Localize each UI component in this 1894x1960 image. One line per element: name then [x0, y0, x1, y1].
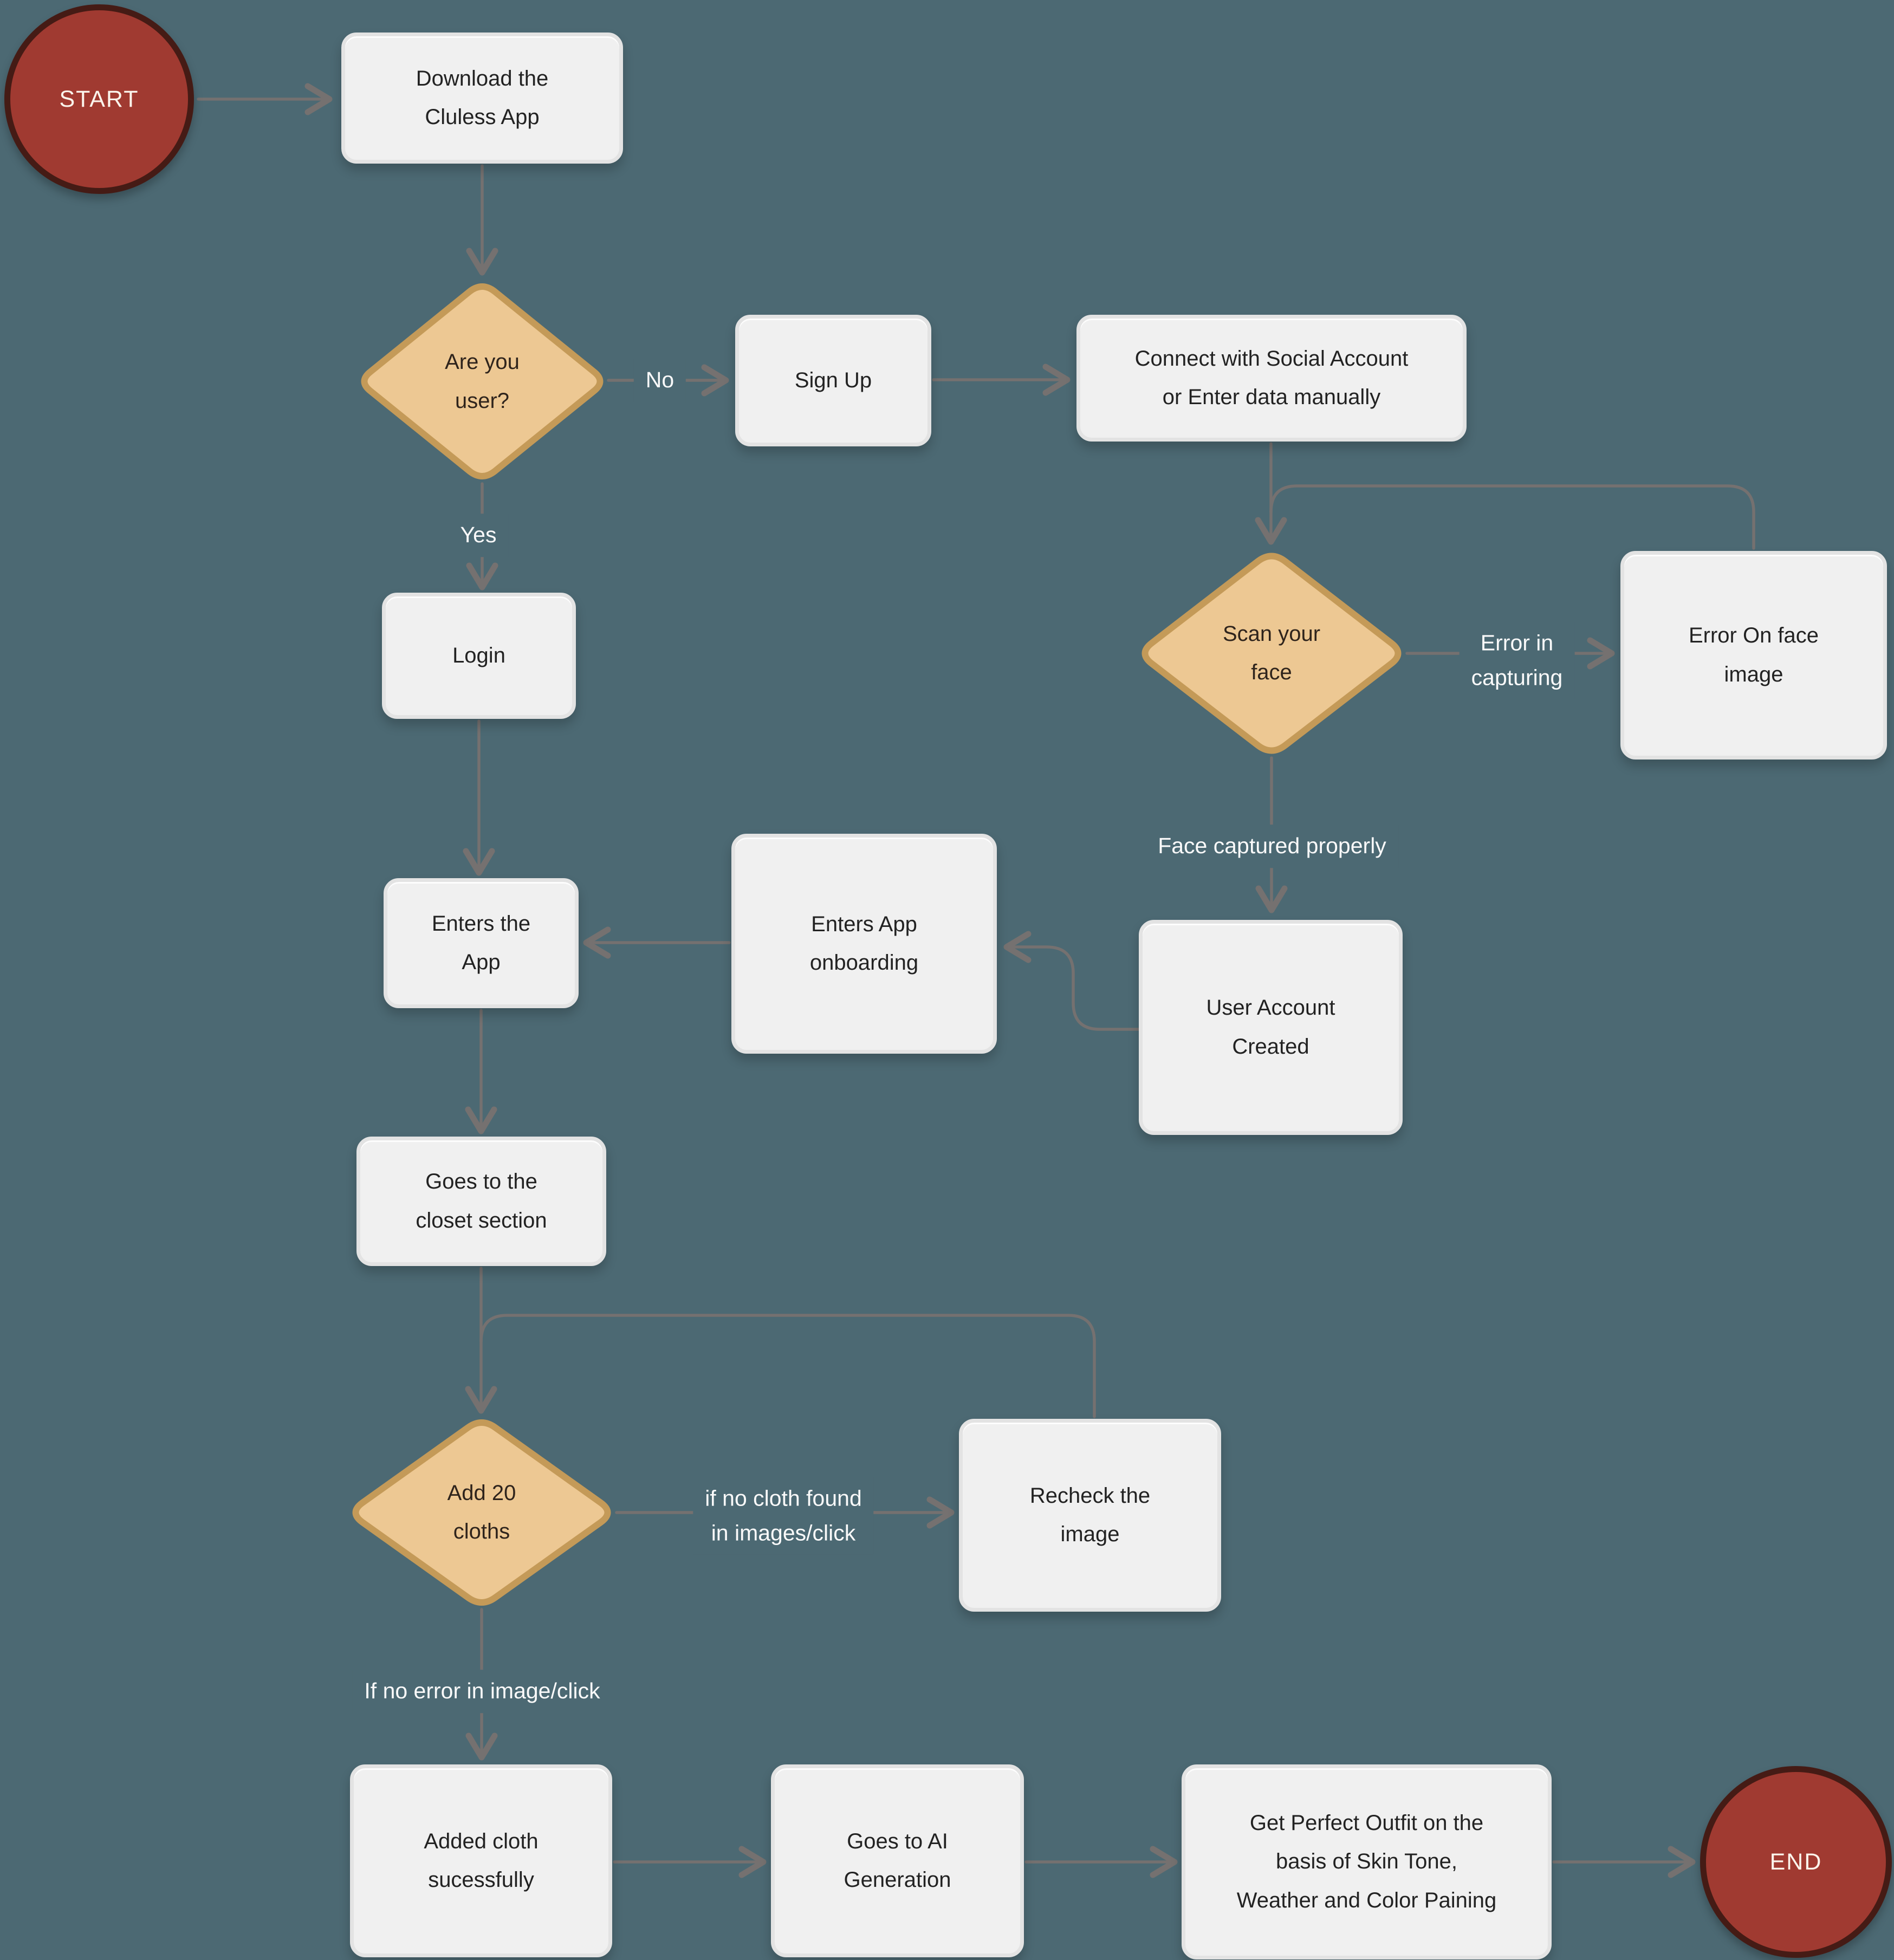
process-enters-onboarding[interactable]: Enters App onboarding [731, 834, 997, 1054]
edge-usercreated-to-onboarding [1003, 931, 1140, 1031]
process-enters-the-app[interactable]: Enters the App [384, 878, 579, 1008]
edge-recheck-loop-to-addcloths [479, 1314, 1096, 1418]
decision-scan-your-face-label: Scan your face [1222, 621, 1321, 684]
process-error-face-image[interactable]: Error On face image [1620, 551, 1887, 760]
process-added-cloth-label: Added cloth sucessfully [424, 1829, 539, 1892]
terminal-end[interactable]: END [1700, 1766, 1892, 1958]
process-error-face-image-label: Error On face image [1688, 624, 1819, 686]
process-closet-section[interactable]: Goes to the closet section [356, 1137, 606, 1266]
process-sign-up-label: Sign Up [794, 368, 872, 392]
process-connect-social[interactable]: Connect with Social Account or Enter dat… [1076, 315, 1467, 442]
process-download-app-label: Download the Cluless App [416, 66, 549, 129]
process-ai-generation[interactable]: Goes to AI Generation [771, 1764, 1024, 1957]
process-added-cloth[interactable]: Added cloth sucessfully [350, 1764, 612, 1957]
edge-label-error-in-capturing[interactable]: Error in capturing [1459, 621, 1575, 699]
process-user-account-created[interactable]: User Account Created [1139, 920, 1403, 1135]
edge-errorface-loop-to-scanface [1269, 484, 1755, 550]
edge-label-face-captured-properly[interactable]: Face captured properly [1146, 825, 1398, 868]
process-connect-social-label: Connect with Social Account or Enter dat… [1134, 346, 1409, 409]
process-download-app[interactable]: Download the Cluless App [341, 33, 623, 164]
decision-are-you-user-label: Are you user? [445, 350, 520, 413]
process-sign-up[interactable]: Sign Up [735, 315, 931, 446]
decision-scan-your-face[interactable]: Scan your face [1138, 551, 1405, 756]
terminal-end-label: END [1769, 1848, 1822, 1875]
diamond-shape [361, 283, 604, 479]
terminal-start-label: START [59, 86, 139, 112]
process-recheck-image[interactable]: Recheck the image [959, 1419, 1221, 1612]
decision-are-you-user[interactable]: Are you user? [358, 282, 606, 482]
edge-label-no-cloth-found[interactable]: if no cloth found in images/click [693, 1477, 874, 1555]
process-perfect-outfit[interactable]: Get Perfect Outfit on the basis of Skin … [1182, 1764, 1552, 1959]
process-closet-section-label: Goes to the closet section [416, 1170, 547, 1232]
diamond-shape [1141, 553, 1402, 754]
process-enters-onboarding-label: Enters App onboarding [809, 912, 919, 975]
process-user-account-created-label: User Account Created [1206, 996, 1335, 1059]
terminal-start[interactable]: START [4, 4, 194, 194]
diamond-shape [352, 1419, 611, 1606]
process-ai-generation-label: Goes to AI Generation [844, 1829, 951, 1892]
edge-label-no[interactable]: No [633, 359, 686, 402]
process-recheck-image-label: Recheck the image [1029, 1483, 1151, 1546]
edge-label-yes[interactable]: Yes [448, 514, 509, 557]
decision-add-20-cloths-label: Add 20 cloths [447, 1481, 516, 1543]
process-login-label: Login [452, 643, 505, 667]
decision-add-20-cloths[interactable]: Add 20 cloths [349, 1418, 614, 1607]
process-enters-the-app-label: Enters the App [431, 911, 531, 974]
process-perfect-outfit-label: Get Perfect Outfit on the basis of Skin … [1236, 1811, 1497, 1912]
edge-label-no-error-in-image[interactable]: If no error in image/click [352, 1670, 612, 1713]
process-login[interactable]: Login [382, 593, 576, 719]
